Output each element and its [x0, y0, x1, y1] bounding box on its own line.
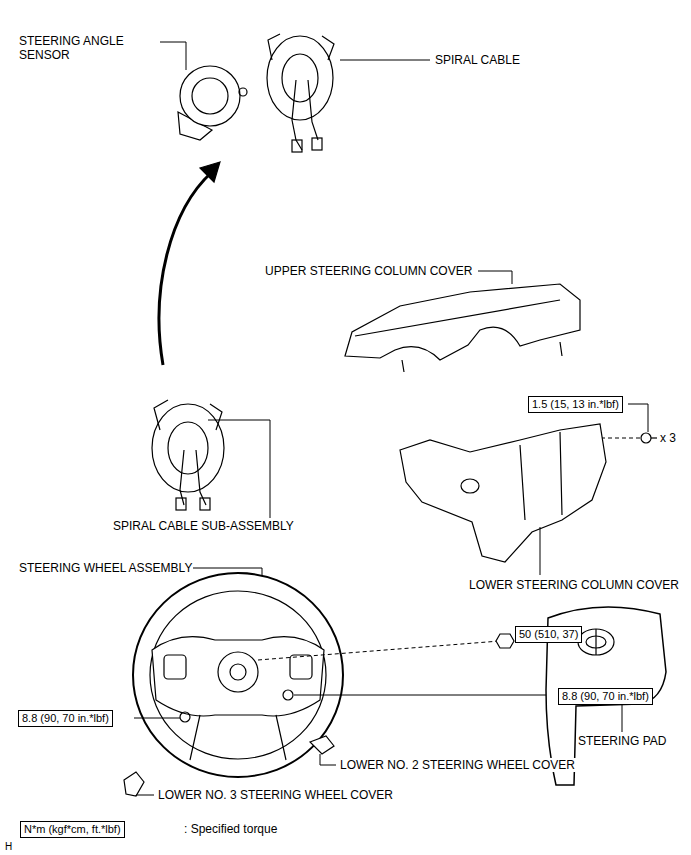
- torque-spec-box: 8.8 (90, 70 in.*lbf): [558, 688, 653, 705]
- part-name: STEERING PAD: [577, 734, 667, 748]
- part-name: SPIRAL CABLE SUB-ASSEMBLY: [112, 519, 295, 533]
- figure-code: H: [4, 840, 13, 854]
- torque-value: N*m (kgf*cm, ft.*lbf): [24, 823, 121, 835]
- legend-note: : Specified torque: [183, 822, 278, 836]
- torque-value: 8.8 (90, 70 in.*lbf): [562, 690, 649, 702]
- part-name: SPIRAL CABLE: [434, 53, 521, 67]
- quantity-note: x 3: [659, 431, 677, 445]
- torque-value: 50 (510, 37): [519, 628, 578, 640]
- torque-spec-box: 8.8 (90, 70 in.*lbf): [18, 710, 113, 727]
- torque-value: 1.5 (15, 13 in.*lbf): [532, 398, 619, 410]
- part-name: LOWER NO. 2 STEERING WHEEL COVER: [339, 758, 576, 772]
- torque-legend-box: N*m (kgf*cm, ft.*lbf): [20, 821, 125, 838]
- part-name: LOWER NO. 3 STEERING WHEEL COVER: [157, 788, 394, 802]
- torque-spec-box: 50 (510, 37): [515, 626, 582, 643]
- part-name: STEERING WHEEL ASSEMBLY: [18, 561, 193, 575]
- torque-value: 8.8 (90, 70 in.*lbf): [22, 712, 109, 724]
- part-name: LOWER STEERING COLUMN COVER: [468, 578, 680, 592]
- torque-spec-box: 1.5 (15, 13 in.*lbf): [528, 396, 623, 413]
- part-name: STEERING ANGLE SENSOR: [18, 34, 132, 62]
- part-name: UPPER STEERING COLUMN COVER: [264, 264, 473, 278]
